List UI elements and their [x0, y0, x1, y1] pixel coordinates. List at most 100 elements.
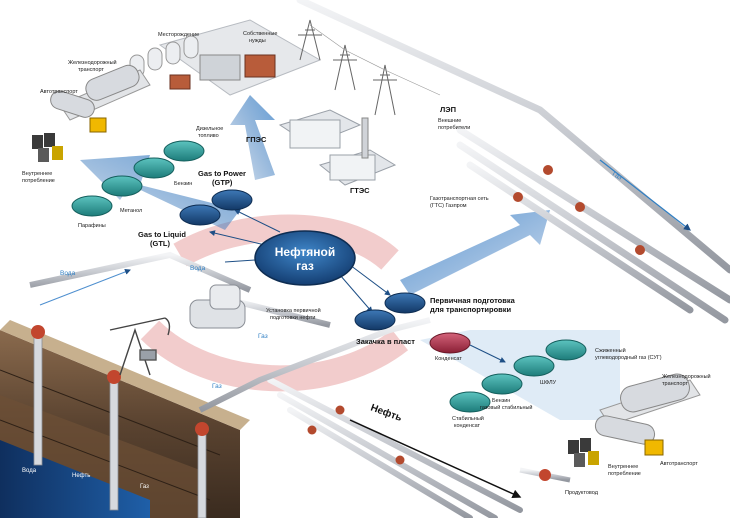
label-stable-gas-1: Бензин [492, 398, 510, 404]
label-water-under: Вода [22, 468, 37, 474]
label-gtes: ГТЭС [350, 186, 370, 195]
label-lep: ЛЭП [440, 105, 456, 114]
label-primary-prep-1: Первичная подготовка [430, 296, 516, 305]
label-paraffins: Парафины [78, 223, 106, 229]
label-gts-1: Газотранспортная сеть [430, 196, 489, 202]
label-injection: Закачка в пласт [356, 337, 415, 346]
label-rail-1: Железнодорожный [68, 59, 117, 66]
label-gtl-2: (GTL) [150, 239, 170, 248]
label-primary-prep-2: для транспортировки [430, 305, 512, 314]
label-stable-cond-1: Стабильный [452, 415, 484, 422]
center-label-1: Нефтяной [275, 245, 336, 259]
label-water-top2: Вода [190, 265, 206, 272]
label-rail-bottom-1: Железнодорожный [662, 373, 711, 380]
label-diesel-2: топливо [198, 133, 219, 139]
label-stable-cond-2: конденсат [454, 423, 481, 429]
center-label-2: газ [296, 259, 314, 273]
ground-block [0, 320, 250, 518]
wells [31, 325, 209, 519]
surface-pipelines [29, 251, 431, 413]
label-lpg-2: углеводородный газ (СУГ) [595, 354, 662, 361]
label-gts-2: (ГТС) Газпром [430, 203, 467, 209]
disc-stable-condensate [449, 391, 491, 413]
label-rail-bottom-2: транспорт [662, 381, 688, 387]
gts-valve-2 [513, 192, 523, 202]
disc-gtp [211, 189, 253, 211]
label-gtp-2: (GTP) [212, 178, 233, 187]
arrow-to-gpes [230, 95, 275, 180]
label-stable-gas-2: газовый стабильный [480, 404, 533, 411]
disc-shfu [513, 355, 555, 377]
gts-valve-1 [543, 165, 553, 175]
connector-arrows [209, 209, 506, 363]
label-own-needs-1: Собственные [243, 31, 277, 37]
label-sog: СОГ [425, 256, 438, 262]
label-oil-flow: Нефть [369, 402, 404, 424]
disc-injection [354, 309, 396, 331]
disc-gasoline [133, 157, 175, 179]
label-gas-left: Газ [258, 333, 268, 340]
gts-valve-4 [635, 245, 645, 255]
label-field: Месторождение [158, 32, 199, 38]
well-2 [109, 379, 119, 511]
label-gpes: ГПЭС [246, 135, 267, 144]
gtes-plant [318, 117, 397, 186]
disc-condensate [429, 332, 471, 354]
label-gtl-1: Gas to Liquid [138, 230, 186, 239]
barrels-bottom [568, 438, 599, 467]
disc-gtl [179, 204, 221, 226]
label-domestic-2: потребление [22, 178, 55, 184]
label-external-2: потребители [438, 125, 470, 131]
label-oil-prep-2: подготовки нефти [270, 315, 316, 321]
label-truck-bottom: Автотранспорт [660, 461, 698, 467]
label-gas-mid: Газ [212, 383, 222, 390]
prep-disc-group [354, 292, 471, 354]
label-shfu: ШФЛУ [540, 380, 557, 386]
label-lpg-1: Сжиженный [595, 347, 626, 354]
label-domestic-bottom-1: Внутреннее [608, 464, 638, 470]
arrow-to-gts [400, 210, 550, 295]
label-external-1: Внешние [438, 118, 461, 124]
labels: Нефтяной газ Месторождение Собственные н… [22, 31, 711, 496]
label-methanol: Метанол [120, 208, 142, 214]
label-gas-pipe: Газ [611, 171, 623, 182]
label-gasoline-gtl: Бензин [174, 181, 192, 187]
rail-tanker-bottom [599, 373, 701, 426]
barrels-top [32, 133, 63, 162]
disc-methanol [101, 175, 143, 197]
product-pipe-valve [519, 467, 571, 483]
gts-valve-3 [575, 202, 585, 212]
label-gas-under: Газ [140, 484, 149, 490]
label-domestic-bottom-2: потребление [608, 471, 641, 477]
label-diesel-1: Дизельное [196, 126, 223, 132]
label-truck: Автотранспорт [40, 89, 78, 95]
disc-primary-prep [384, 292, 426, 314]
well-3 [197, 431, 207, 519]
disc-stable-gasoline [481, 373, 523, 395]
label-own-needs-2: нужды [249, 38, 266, 44]
label-oil-under: Нефть [72, 473, 90, 479]
center-disc-associated-gas [254, 230, 356, 286]
disc-paraffins [71, 195, 113, 217]
well-1 [33, 334, 43, 466]
field-facilities [129, 19, 322, 96]
label-gtp-1: Gas to Power [198, 169, 246, 178]
label-oil-prep-1: Установка первичной [266, 307, 321, 314]
disc-lpg [545, 339, 587, 361]
label-condensate: Конденсат [435, 356, 462, 362]
power-line-towers [298, 19, 441, 116]
gts-pipelines [296, 0, 730, 324]
label-product-pipe: Продуктовод [565, 490, 599, 496]
oil-prep-unit [189, 284, 246, 329]
gpes-plant [278, 109, 362, 149]
gtl-disc-group [71, 140, 253, 226]
disc-diesel [163, 140, 205, 162]
label-rail-2: транспорт [78, 67, 104, 73]
truck-bottom [594, 415, 664, 456]
label-fuel-gas: Топливный газ [268, 195, 309, 202]
pumpjack [109, 317, 171, 376]
label-water-top: Вода [60, 270, 76, 277]
truck-top [50, 90, 107, 133]
